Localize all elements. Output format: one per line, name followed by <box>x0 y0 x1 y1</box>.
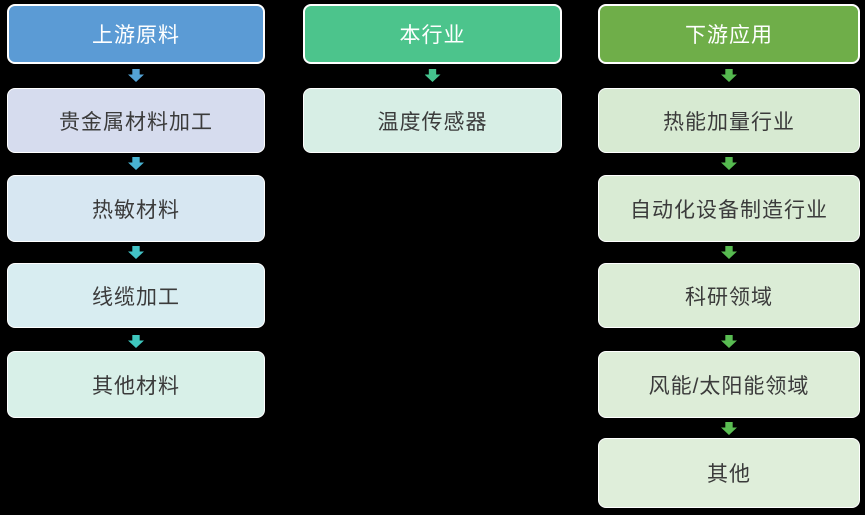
down-arrow-icon <box>128 246 144 259</box>
down-arrow-icon <box>721 157 737 170</box>
flow-box: 科研领域 <box>598 263 860 328</box>
column-industry: 本行业 温度传感器 <box>303 0 562 515</box>
down-arrow-icon <box>128 335 144 348</box>
down-arrow-icon <box>128 157 144 170</box>
industry-header-label: 本行业 <box>399 24 466 47</box>
upstream-header: 上游原料 <box>7 4 265 64</box>
flow-box: 风能/太阳能领域 <box>598 351 860 418</box>
column-upstream: 上游原料 贵金属材料加工 热敏材料 线缆加工 其他材料 <box>7 0 265 515</box>
upstream-header-label: 上游原料 <box>92 24 180 47</box>
flow-box-label: 热能加量行业 <box>663 110 795 134</box>
down-arrow-icon <box>721 335 737 348</box>
downstream-header: 下游应用 <box>598 4 860 64</box>
down-arrow-icon <box>721 69 737 82</box>
flow-box: 热能加量行业 <box>598 88 860 153</box>
flow-box: 贵金属材料加工 <box>7 88 265 153</box>
flow-box-label: 其他材料 <box>92 374 180 398</box>
flow-box: 其他 <box>598 438 860 508</box>
flow-box-label: 温度传感器 <box>377 110 488 134</box>
flow-box: 其他材料 <box>7 351 265 418</box>
downstream-header-label: 下游应用 <box>685 24 773 47</box>
flow-box-label: 科研领域 <box>685 285 773 309</box>
flow-box-label: 自动化设备制造行业 <box>630 198 828 222</box>
column-downstream: 下游应用 热能加量行业 自动化设备制造行业 科研领域 风能/太阳能领域 其他 <box>598 0 860 515</box>
flow-box-label: 其他 <box>707 463 751 486</box>
flow-box: 自动化设备制造行业 <box>598 175 860 242</box>
industry-header: 本行业 <box>303 4 562 64</box>
flow-box: 线缆加工 <box>7 263 265 328</box>
flow-box: 热敏材料 <box>7 175 265 242</box>
flow-box-label: 热敏材料 <box>92 198 180 222</box>
down-arrow-icon <box>721 246 737 259</box>
flow-box-label: 线缆加工 <box>92 285 180 309</box>
down-arrow-icon <box>128 69 144 82</box>
down-arrow-icon <box>721 422 737 435</box>
flow-box-label: 风能/太阳能领域 <box>648 374 810 398</box>
down-arrow-icon <box>424 69 441 82</box>
flow-box-label: 贵金属材料加工 <box>59 110 213 134</box>
flow-box: 温度传感器 <box>303 88 562 153</box>
